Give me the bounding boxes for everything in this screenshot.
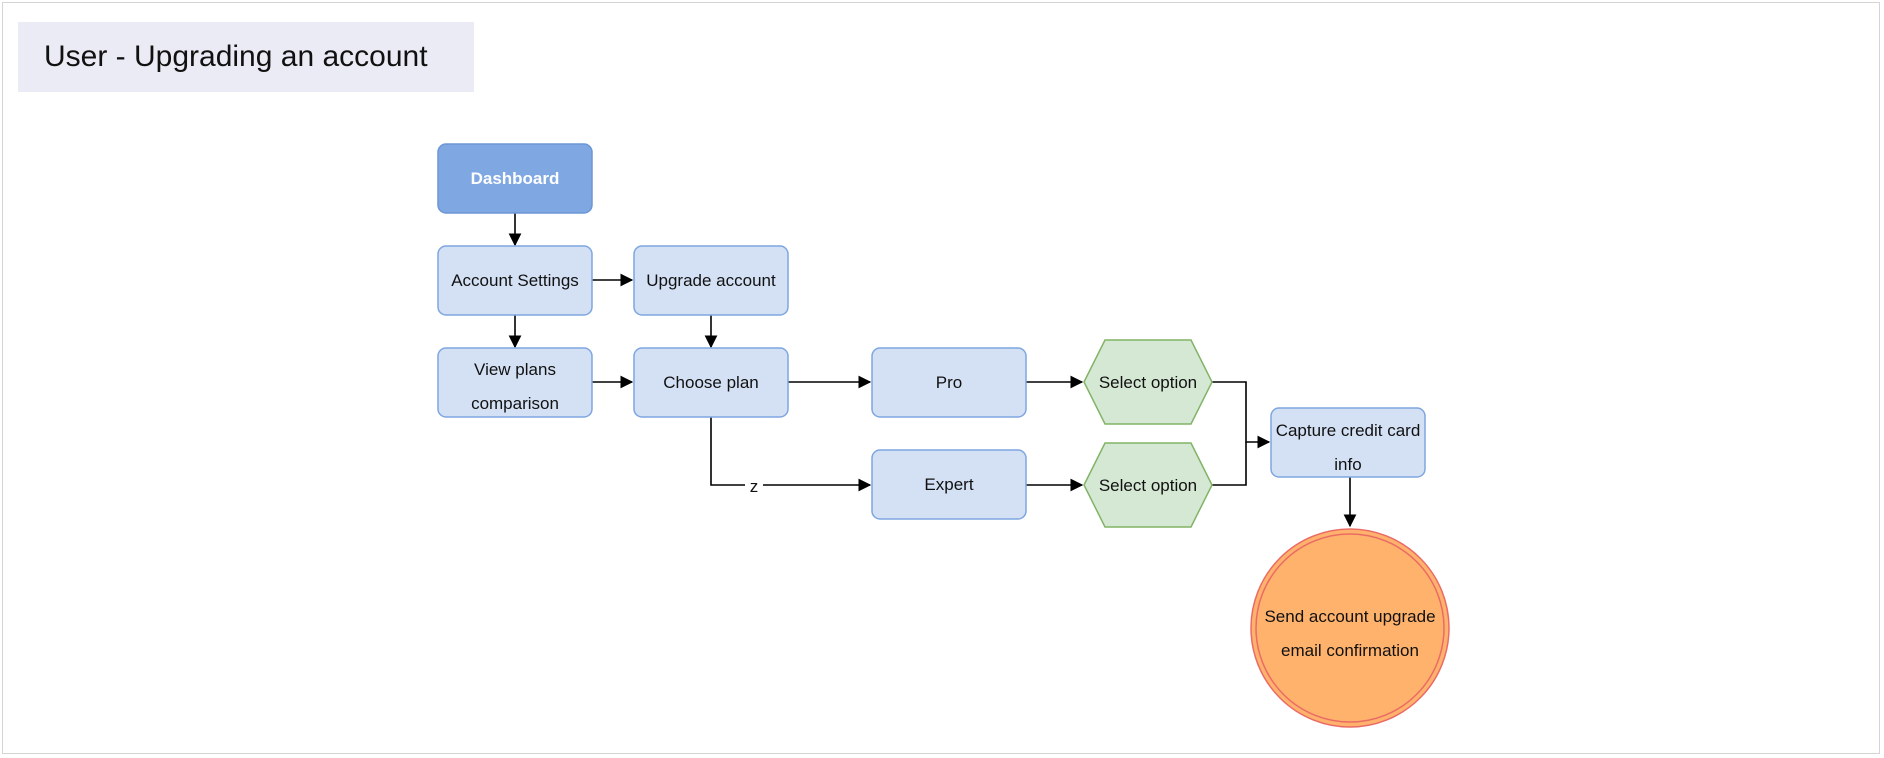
node-view-plans-label-line1: View plans	[474, 360, 556, 379]
node-select-option-1-label: Select option	[1099, 373, 1197, 392]
node-account-settings[interactable]: Account Settings	[437, 245, 593, 316]
edges	[508, 213, 1357, 528]
node-upgrade-account[interactable]: Upgrade account	[633, 245, 789, 316]
edge-select-option-1-to-capture	[1212, 381, 1271, 449]
node-select-option-1[interactable]: Select option	[1083, 339, 1213, 425]
node-expert[interactable]: Expert	[871, 449, 1027, 520]
node-view-plans-label-line2: comparison	[471, 394, 559, 413]
node-select-option-2-label: Select option	[1099, 476, 1197, 495]
node-send-confirmation[interactable]: Send account upgrade email confirmation	[1250, 528, 1450, 728]
node-capture-label-line1: Capture credit card	[1276, 421, 1421, 440]
node-send-confirmation-label-line2: email confirmation	[1281, 641, 1419, 660]
node-select-option-2[interactable]: Select option	[1083, 442, 1213, 528]
diagram-title: User - Upgrading an account	[44, 40, 428, 73]
node-upgrade-account-label: Upgrade account	[646, 271, 776, 290]
node-choose-plan[interactable]: Choose plan	[633, 347, 789, 418]
node-capture-label-line2: info	[1334, 455, 1361, 474]
node-pro-label: Pro	[936, 373, 962, 392]
diagram-title-box: User - Upgrading an account	[18, 22, 474, 92]
node-pro[interactable]: Pro	[871, 347, 1027, 418]
node-expert-label: Expert	[924, 475, 973, 494]
node-send-confirmation-label-line1: Send account upgrade	[1264, 607, 1435, 626]
node-capture-credit-card[interactable]: Capture credit card info	[1270, 407, 1426, 478]
node-dashboard-label: Dashboard	[471, 169, 560, 188]
edge-label-bg	[745, 474, 763, 496]
edge-select-option-2-to-capture	[1212, 442, 1247, 486]
edge-choose-plan-to-expert	[710, 417, 872, 492]
node-view-plans-comparison[interactable]: View plans comparison	[437, 347, 593, 418]
node-choose-plan-label: Choose plan	[663, 373, 758, 392]
node-account-settings-label: Account Settings	[451, 271, 579, 290]
node-dashboard[interactable]: Dashboard	[437, 143, 593, 214]
edge-label-z: z	[750, 477, 759, 496]
